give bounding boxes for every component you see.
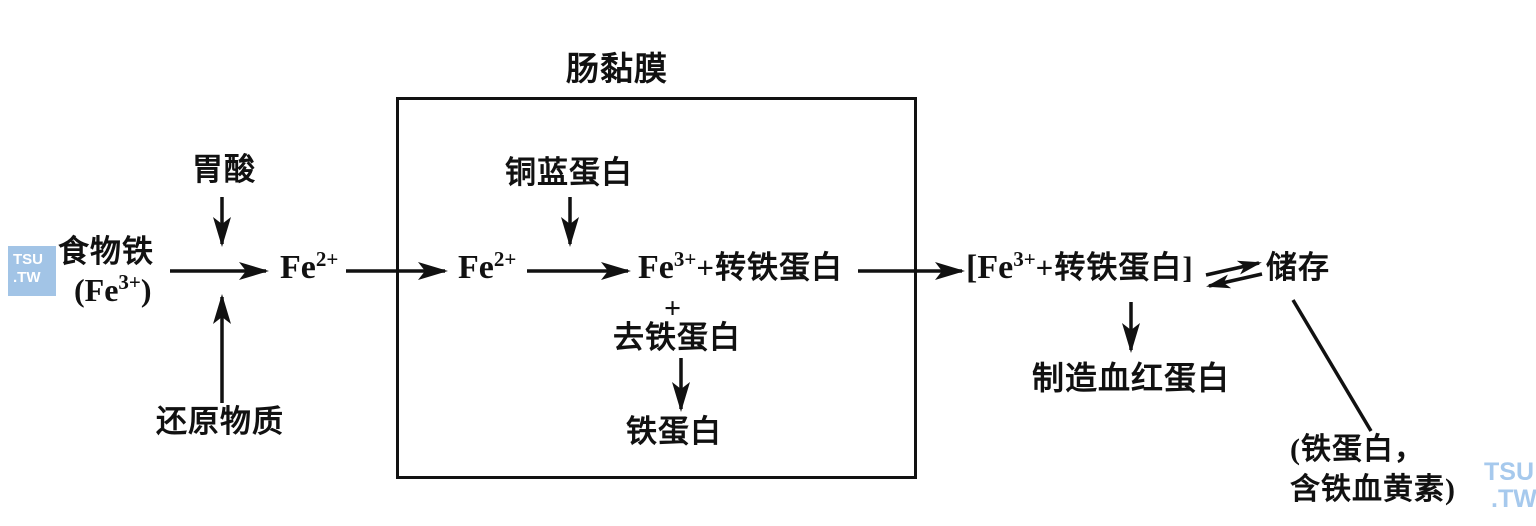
node-make-hemoglobin: 制造血红蛋白 <box>1032 360 1231 396</box>
watermark-left-line1: TSU <box>13 251 43 268</box>
node-fe3-transferrin-complex: [Fe3++转铁蛋白] <box>966 247 1194 287</box>
node-ferritin: 铁蛋白 <box>626 414 722 449</box>
node-apoferritin: 去铁蛋白 <box>613 320 741 355</box>
node-storage-forms-line1: (铁蛋白， <box>1290 433 1425 466</box>
plus-sign: + <box>664 292 682 325</box>
food-iron-formula-suffix: ) <box>140 272 152 308</box>
node-food-iron: 食物铁 <box>58 234 154 269</box>
complex-prefix: [Fe <box>966 249 1014 286</box>
food-iron-formula-prefix: (Fe <box>74 272 119 308</box>
fe3-base: Fe <box>638 249 674 286</box>
arrow-equilibrium-right <box>1205 260 1262 277</box>
fe2-base: Fe <box>280 249 316 286</box>
watermark-right-line2: .TW <box>1491 485 1536 513</box>
node-fe2-outside: Fe2+ <box>280 247 339 287</box>
watermark-right-line1: TSU <box>1484 458 1534 486</box>
node-fe2-inside: Fe2+ <box>458 247 517 287</box>
node-reducing-substance: 还原物质 <box>156 404 284 439</box>
watermark-left-line2: .TW <box>13 269 41 286</box>
complex-sup: 3+ <box>1013 247 1036 272</box>
watermark-right: TSU .TW <box>1484 459 1536 513</box>
fe2-sup: 2+ <box>493 247 517 272</box>
box-title-intestinal-mucosa: 肠黏膜 <box>566 52 668 88</box>
fe2-base: Fe <box>458 249 494 286</box>
node-fe3-transferrin: Fe3++转铁蛋白 <box>638 247 843 287</box>
food-iron-formula-sup: 3+ <box>118 270 141 295</box>
node-storage-forms-line2: 含铁血黄素) <box>1290 473 1456 506</box>
intestinal-mucosa-box <box>396 97 917 479</box>
node-gastric-acid: 胃酸 <box>192 152 256 187</box>
node-storage: 储存 <box>1266 250 1330 285</box>
line-storage-to-storage-forms <box>1291 299 1373 432</box>
arrow-equilibrium-left <box>1206 272 1263 289</box>
fe3-transferrin-text: +转铁蛋白 <box>696 250 843 285</box>
watermark-left: TSU .TW <box>8 246 56 296</box>
node-food-iron-formula: (Fe3+) <box>74 270 152 309</box>
fe3-sup: 3+ <box>673 247 697 272</box>
fe2-sup: 2+ <box>315 247 339 272</box>
complex-transferrin-text: +转铁蛋白] <box>1035 250 1194 285</box>
node-ceruloplasmin: 铜蓝蛋白 <box>505 155 633 190</box>
